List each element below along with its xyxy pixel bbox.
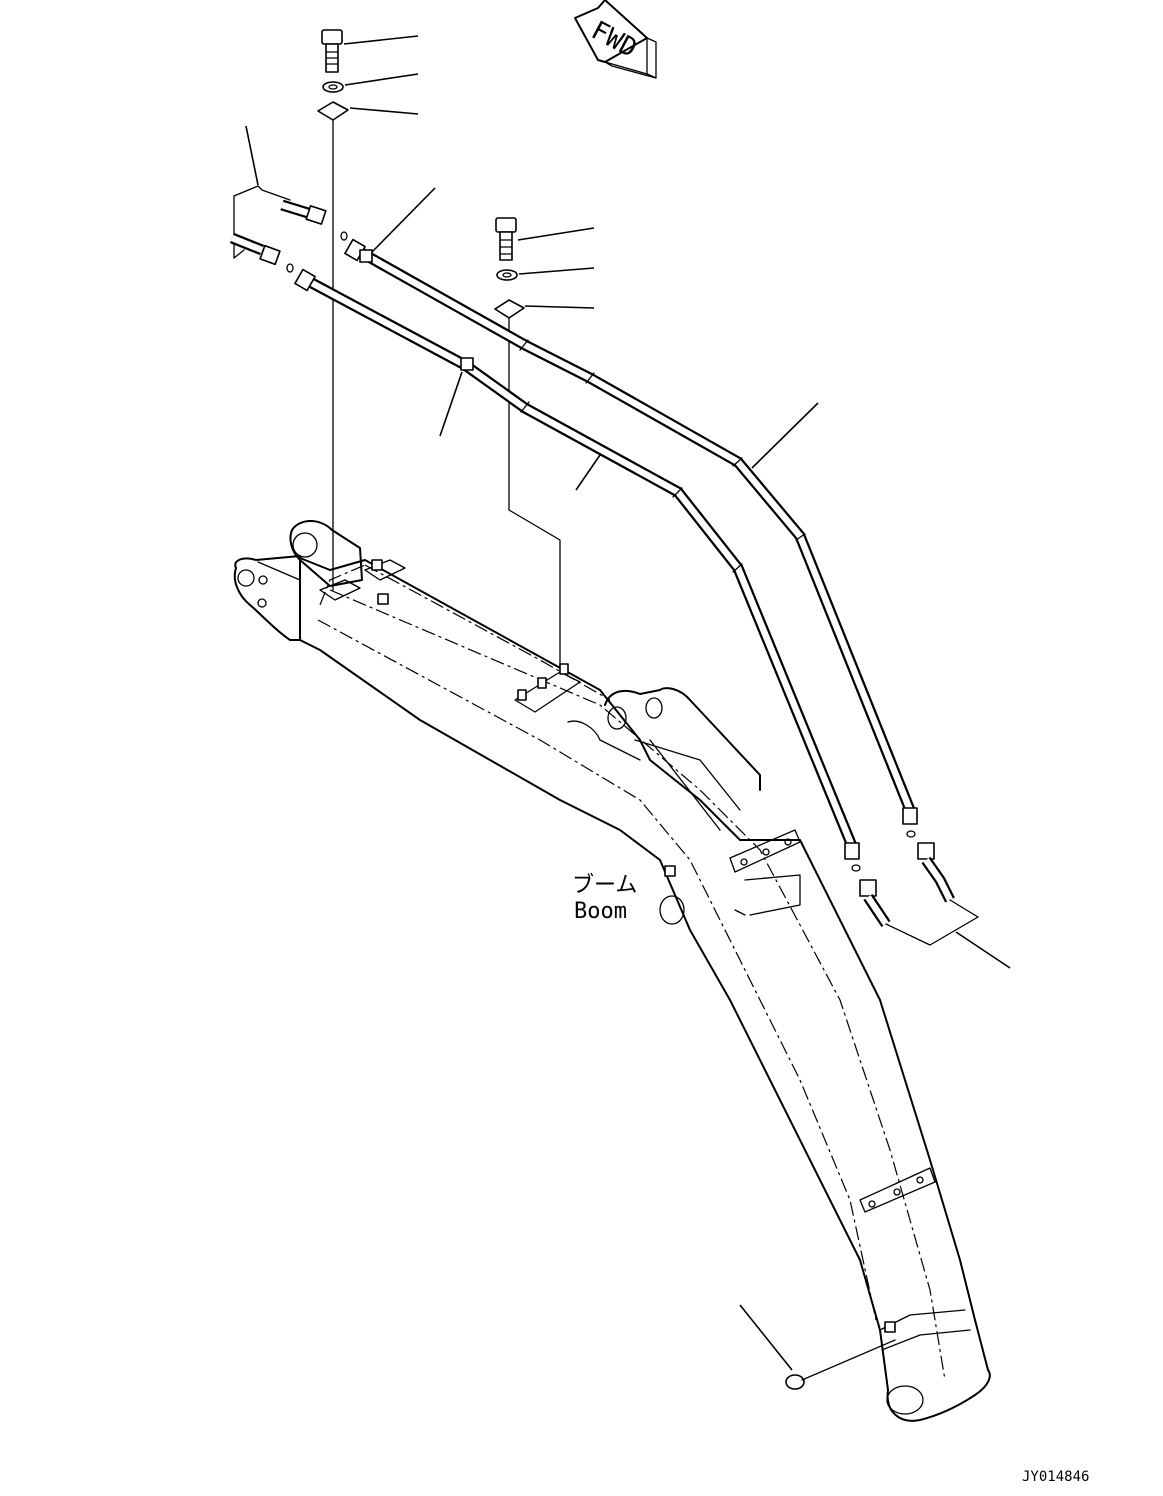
steel-tube-lower [294, 268, 860, 860]
leader-line [349, 107, 419, 115]
boom-structure [233, 520, 991, 1422]
grease-plug-icon [785, 1374, 805, 1390]
hose-fitting [305, 205, 327, 225]
bolt-stack-left [317, 29, 419, 591]
clamp-plate [317, 101, 349, 121]
drawing-id: JY014846 [1022, 1469, 1089, 1485]
upper-hose-group [229, 125, 348, 273]
tip-pin-hole [886, 1385, 924, 1415]
bolt-head [321, 29, 343, 45]
boom-foot [233, 555, 301, 641]
steel-tube-upper [344, 187, 918, 825]
clamp-plate [729, 829, 801, 873]
bolt-shank [499, 231, 513, 261]
fwd-arrow-icon: FWD [574, 0, 657, 79]
mount-pad [319, 579, 361, 601]
o-ring [340, 231, 348, 241]
lower-hose-group [851, 830, 1011, 969]
washer [322, 81, 344, 93]
assembly-line [508, 317, 561, 666]
o-ring [286, 263, 294, 273]
leader-line [518, 267, 595, 275]
boom-label-en: Boom [574, 899, 627, 924]
tube-clamp [460, 357, 474, 371]
hose-fitting [259, 244, 281, 266]
cylinder-bracket [604, 687, 761, 791]
foot-pin-hole [292, 532, 318, 558]
leader-line [575, 454, 601, 491]
leader-line [517, 227, 595, 241]
tube-clamp [359, 249, 373, 263]
hose-tag [233, 185, 291, 259]
washer [496, 269, 518, 281]
tube-end-fitting [844, 842, 860, 860]
hose-fitting [859, 879, 877, 897]
clamp-plate [494, 299, 525, 319]
leader-line [439, 371, 463, 437]
clamp-plate [859, 1167, 936, 1213]
boom-label-jp: ブーム [572, 873, 637, 898]
tube-end-fitting [294, 268, 316, 292]
hose-tag [885, 899, 979, 946]
o-ring [851, 864, 861, 872]
leader-line [343, 35, 419, 45]
leader-line [344, 73, 419, 86]
leader-line [739, 1304, 793, 1371]
bolt-head [495, 217, 517, 233]
leader-line [371, 187, 436, 253]
o-ring [906, 830, 916, 838]
bolt-stack-right [494, 217, 595, 666]
tube-end-fitting [902, 807, 918, 825]
leader-line [524, 305, 595, 309]
leader-line [955, 931, 1011, 969]
hose-fitting [917, 842, 935, 860]
leader-line [245, 125, 259, 186]
boom-tip [886, 1369, 991, 1422]
foot-pin-hole [237, 569, 255, 587]
leader-line [751, 402, 819, 469]
